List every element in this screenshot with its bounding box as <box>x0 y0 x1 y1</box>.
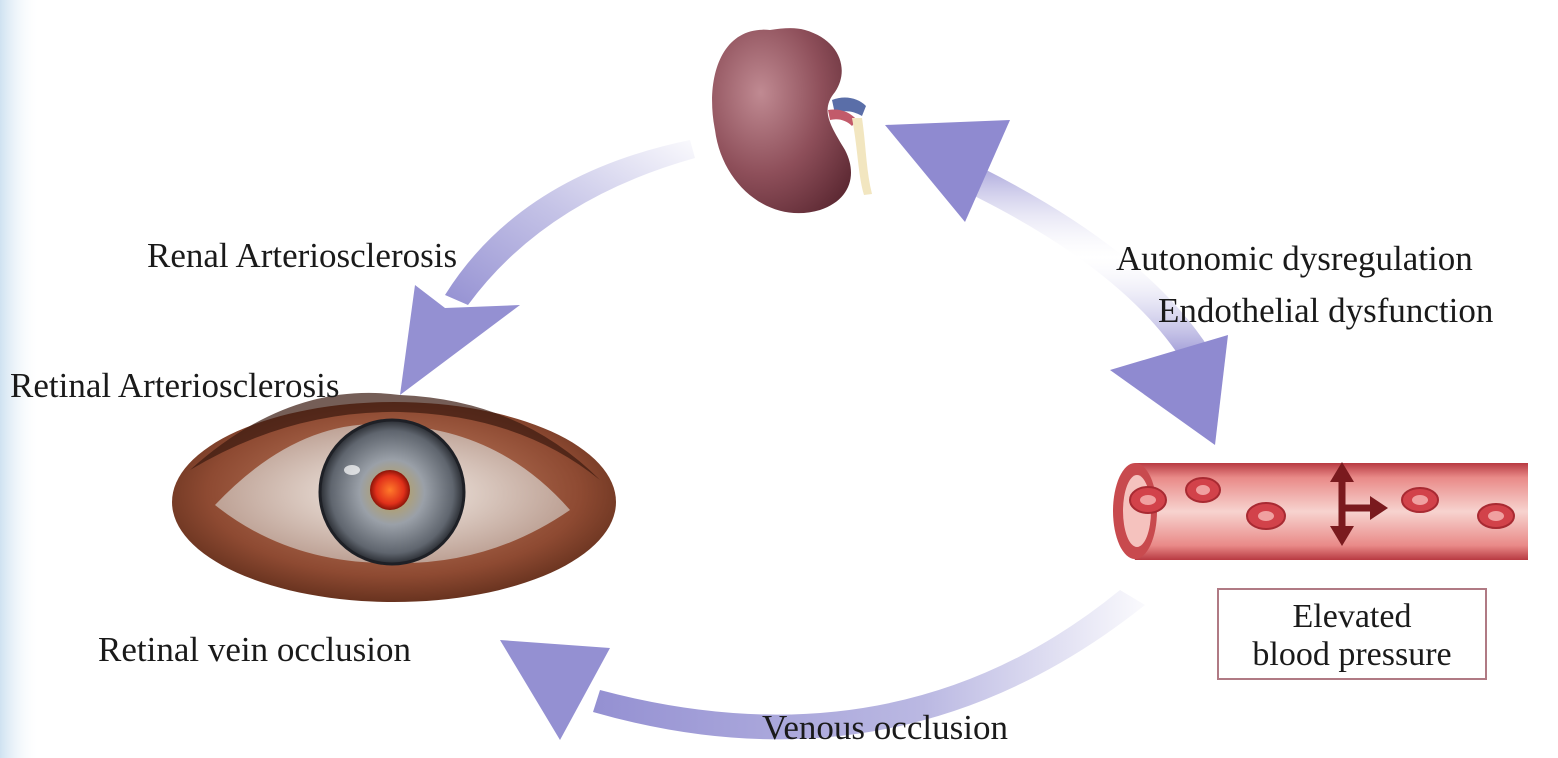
elevated-bp-line2: blood pressure <box>1219 636 1485 674</box>
kidney-icon <box>712 28 872 213</box>
label-retinal-arteriosclerosis: Retinal Arteriosclerosis <box>10 368 340 403</box>
label-endothelial-dysfunction: Endothelial dysfunction <box>1158 293 1493 328</box>
label-autonomic-dysregulation: Autonomic dysregulation <box>1116 241 1473 276</box>
blood-vessel-icon <box>1113 462 1528 560</box>
arrow-kidney-vessel <box>885 120 1228 445</box>
label-renal-arteriosclerosis: Renal Arteriosclerosis <box>147 238 457 273</box>
eye-icon <box>172 393 616 602</box>
elevated-blood-pressure-box: Elevated blood pressure <box>1217 588 1487 680</box>
label-retinal-vein-occlusion: Retinal vein occlusion <box>98 632 411 667</box>
elevated-bp-line1: Elevated <box>1219 598 1485 636</box>
label-venous-occlusion: Venous occlusion <box>762 710 1008 745</box>
